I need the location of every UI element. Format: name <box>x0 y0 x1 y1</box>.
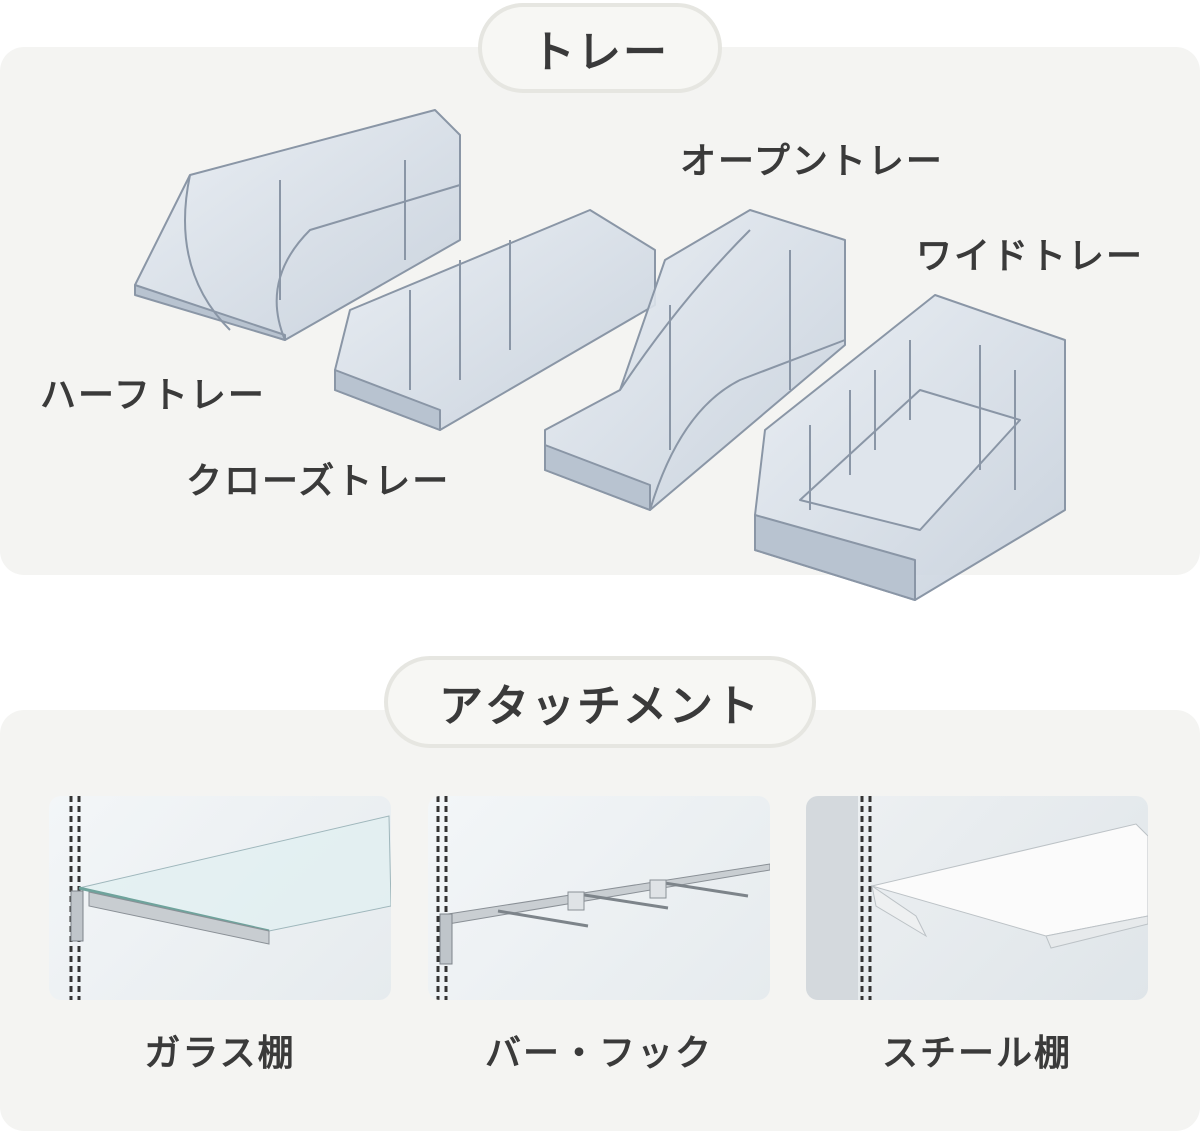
bar-hook-image <box>428 796 770 1000</box>
open-tray-label: オープントレー <box>680 141 944 182</box>
tray-illustrations <box>134 109 1066 601</box>
half-tray-image <box>134 109 461 341</box>
open-tray-image <box>544 209 846 511</box>
wide-tray-image <box>754 294 1066 601</box>
glass-shelf-image <box>49 796 391 1000</box>
bar-hook-caption: バー・フック <box>484 1033 713 1074</box>
attachment-heading: アタッチメント <box>384 656 816 748</box>
steel-shelf-caption: スチール棚 <box>881 1033 1072 1074</box>
glass-shelf-caption: ガラス棚 <box>144 1033 296 1074</box>
half-tray-label: ハーフトレー <box>40 375 266 416</box>
close-tray-image <box>334 209 656 431</box>
steel-shelf-image <box>806 796 1148 1000</box>
tray-heading: トレー <box>478 3 722 93</box>
wide-tray-label: ワイドトレー <box>916 236 1145 277</box>
close-tray-label: クローズトレー <box>186 461 451 502</box>
